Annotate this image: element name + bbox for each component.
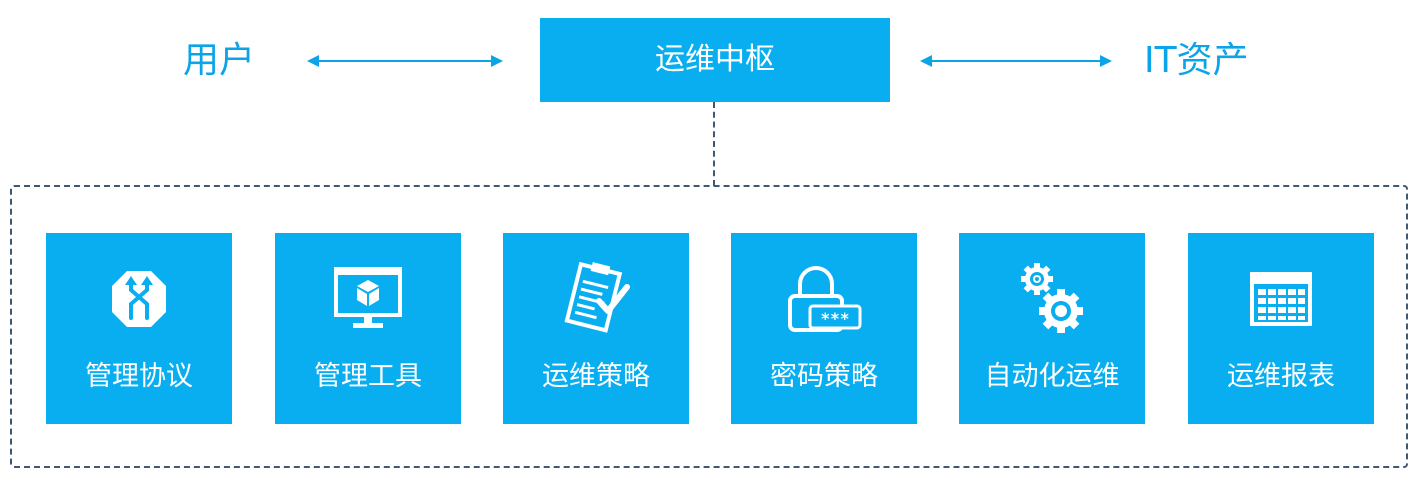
calendar-table-icon (1188, 263, 1374, 335)
svg-text:***: *** (821, 309, 850, 328)
ops-hub-box: 运维中枢 (540, 18, 890, 102)
lock-password-icon: *** (731, 263, 917, 335)
user-hub-arrow (307, 55, 503, 67)
modules-container (10, 185, 1408, 468)
module-label: 运维报表 (1227, 361, 1335, 392)
user-label: 用户 (183, 40, 256, 81)
module-label: 密码策略 (770, 361, 878, 392)
module-label: 管理协议 (85, 361, 193, 392)
gears-icon (959, 263, 1145, 335)
hub-asset-arrow (920, 55, 1112, 67)
module-password-policy: *** 密码策略 (731, 233, 917, 424)
module-ops-policy: 运维策略 (503, 233, 689, 424)
module-label: 自动化运维 (984, 361, 1120, 392)
module-automated-ops: 自动化运维 (959, 233, 1145, 424)
hub-connector-line (713, 102, 715, 186)
monitor-cube-icon (275, 263, 461, 335)
it-asset-label: IT资产 (1144, 40, 1249, 81)
module-management-protocol: 管理协议 (46, 233, 232, 424)
clipboard-check-icon (503, 261, 689, 335)
module-management-tools: 管理工具 (275, 233, 461, 424)
protocol-sign-icon (46, 263, 232, 335)
module-ops-reports: 运维报表 (1188, 233, 1374, 424)
module-label: 运维策略 (542, 361, 650, 392)
module-label: 管理工具 (314, 361, 422, 392)
